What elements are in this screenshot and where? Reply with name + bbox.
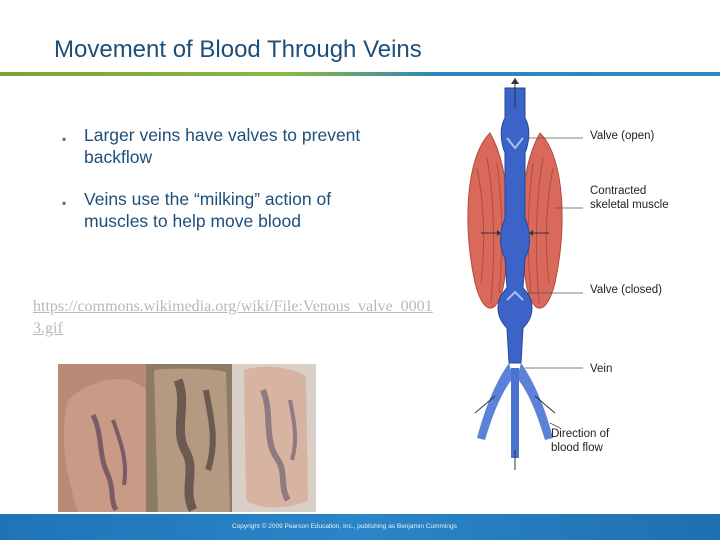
square-bullet-icon: ▪ — [62, 196, 67, 210]
copyright-text: Copyright © 2009 Pearson Education, Inc.… — [232, 523, 457, 530]
bullet-item: ▪ Veins use the “milking” action of musc… — [62, 188, 392, 232]
vein-trunk — [497, 87, 533, 364]
bullet-item: ▪ Larger veins have valves to prevent ba… — [62, 124, 392, 168]
label-contracted-muscle: Contracted skeletal muscle — [590, 185, 669, 211]
label-direction-of-blood-flow: Direction of blood flow — [551, 428, 610, 454]
label-vein: Vein — [590, 363, 613, 375]
wikimedia-link[interactable]: https://commons.wikimedia.org/wiki/File:… — [33, 298, 433, 337]
label-valve-closed: Valve (closed) — [590, 284, 663, 296]
left-muscle — [467, 132, 509, 309]
bullet-text: Veins use the “milking” action of muscle… — [84, 189, 332, 231]
right-muscle — [521, 132, 563, 309]
vein-valve-diagram — [467, 78, 583, 470]
varicose-veins-photo — [58, 360, 316, 512]
slide-title: Movement of Blood Through Veins — [54, 36, 422, 63]
footer-bar: Copyright © 2009 Pearson Education, Inc.… — [0, 514, 720, 540]
bullet-list: ▪ Larger veins have valves to prevent ba… — [62, 124, 392, 252]
title-divider — [0, 72, 720, 76]
label-valve-open: Valve (open) — [590, 130, 655, 142]
square-bullet-icon: ▪ — [62, 132, 67, 146]
bullet-text: Larger veins have valves to prevent back… — [84, 125, 361, 167]
